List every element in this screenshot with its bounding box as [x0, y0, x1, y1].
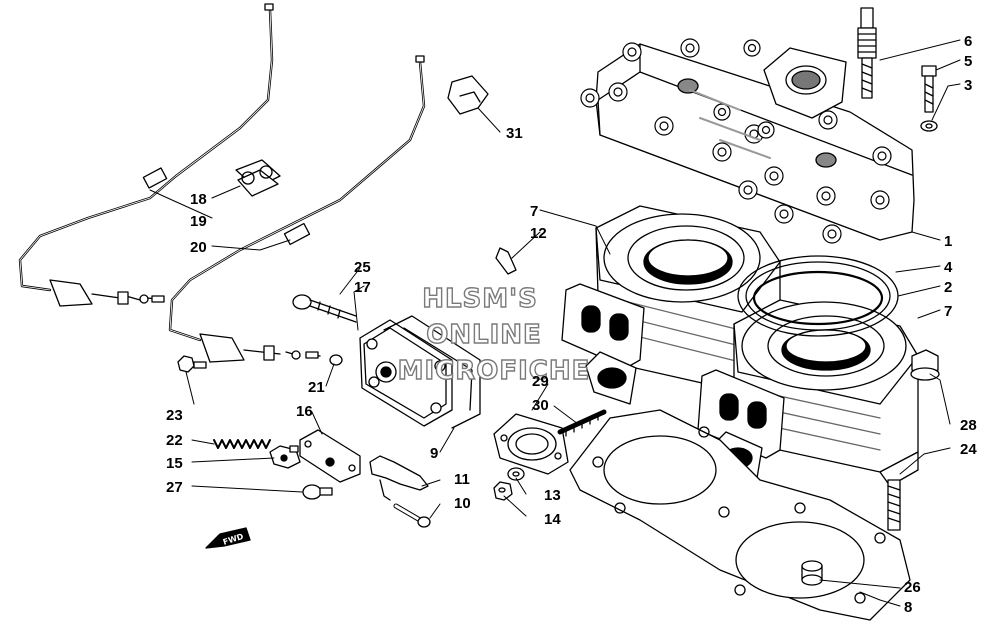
callout-29: 29: [532, 373, 549, 390]
callout-10: 10: [454, 495, 471, 512]
callout-23: 23: [166, 407, 183, 424]
base-gasket: [569, 409, 911, 621]
flange-nut: [910, 349, 940, 381]
callout-19: 19: [190, 213, 207, 230]
leader-lines: [149, 39, 961, 607]
callout-18: 18: [190, 191, 207, 208]
callout-30: 30: [532, 397, 549, 414]
callout-27: 27: [166, 479, 183, 496]
throttle-lever: [299, 429, 361, 483]
retainer-bracket: [447, 75, 489, 115]
callout-31: 31: [506, 125, 523, 142]
callout-4: 4: [944, 259, 953, 276]
callout-22: 22: [166, 432, 183, 449]
callout-25: 25: [354, 259, 371, 276]
exhaust-stud: [557, 409, 607, 437]
cylinder-head: [580, 38, 915, 244]
spark-plug: [857, 7, 877, 99]
svg-text:ONLINE: ONLINE: [426, 320, 542, 350]
dowel-pin: [801, 560, 823, 586]
callout-17: 17: [354, 279, 371, 296]
lever-screw: [302, 484, 333, 500]
callout-12: 12: [530, 225, 547, 242]
callout-20: 20: [190, 239, 207, 256]
exhaust-flange: [493, 413, 569, 475]
callout-3: 3: [964, 77, 972, 94]
exhaust-washer-nut: [493, 467, 525, 501]
callout-24: 24: [960, 441, 977, 458]
svg-text:HLSM'S: HLSM'S: [422, 284, 538, 314]
cover-plate: [359, 315, 481, 429]
callout-2: 2: [944, 279, 952, 296]
return-spring: [213, 439, 271, 449]
callout-16: 16: [296, 403, 313, 420]
callout-5: 5: [964, 53, 972, 70]
cable-clip: [235, 159, 281, 197]
o-ring: [329, 354, 343, 366]
callout-13: 13: [544, 487, 561, 504]
callout-28: 28: [960, 417, 977, 434]
svg-text:MICROFICHE: MICROFICHE: [398, 356, 591, 386]
callouts: 6 5 3 1 4 2 7 7 12 31 18 19 20 25 17 21 …: [166, 33, 977, 616]
forward-arrow-icon: [205, 527, 251, 549]
watermark: HLSM'S ONLINE MICROFICHE: [397, 283, 591, 386]
callout-26: 26: [904, 579, 921, 596]
callout-7-front: 7: [944, 303, 952, 320]
callout-15: 15: [166, 455, 183, 472]
head-bolt: [920, 65, 938, 132]
callout-11: 11: [454, 471, 470, 488]
callout-14: 14: [544, 511, 561, 528]
throttle-cables: [18, 3, 426, 363]
retaining-pin: [495, 247, 517, 275]
callout-1: 1: [944, 233, 952, 250]
callout-7-rear: 7: [530, 203, 538, 220]
cover-screw: [292, 294, 357, 323]
cable-fitting: [269, 445, 301, 469]
callout-9: 9: [430, 445, 438, 462]
callout-6: 6: [964, 33, 972, 50]
cylinder-stud: [887, 479, 901, 531]
callout-21: 21: [308, 379, 325, 396]
hex-screw: [177, 355, 207, 373]
arm-screw: [393, 503, 431, 528]
throttle-arm: [369, 455, 429, 501]
callout-8: 8: [904, 599, 912, 616]
